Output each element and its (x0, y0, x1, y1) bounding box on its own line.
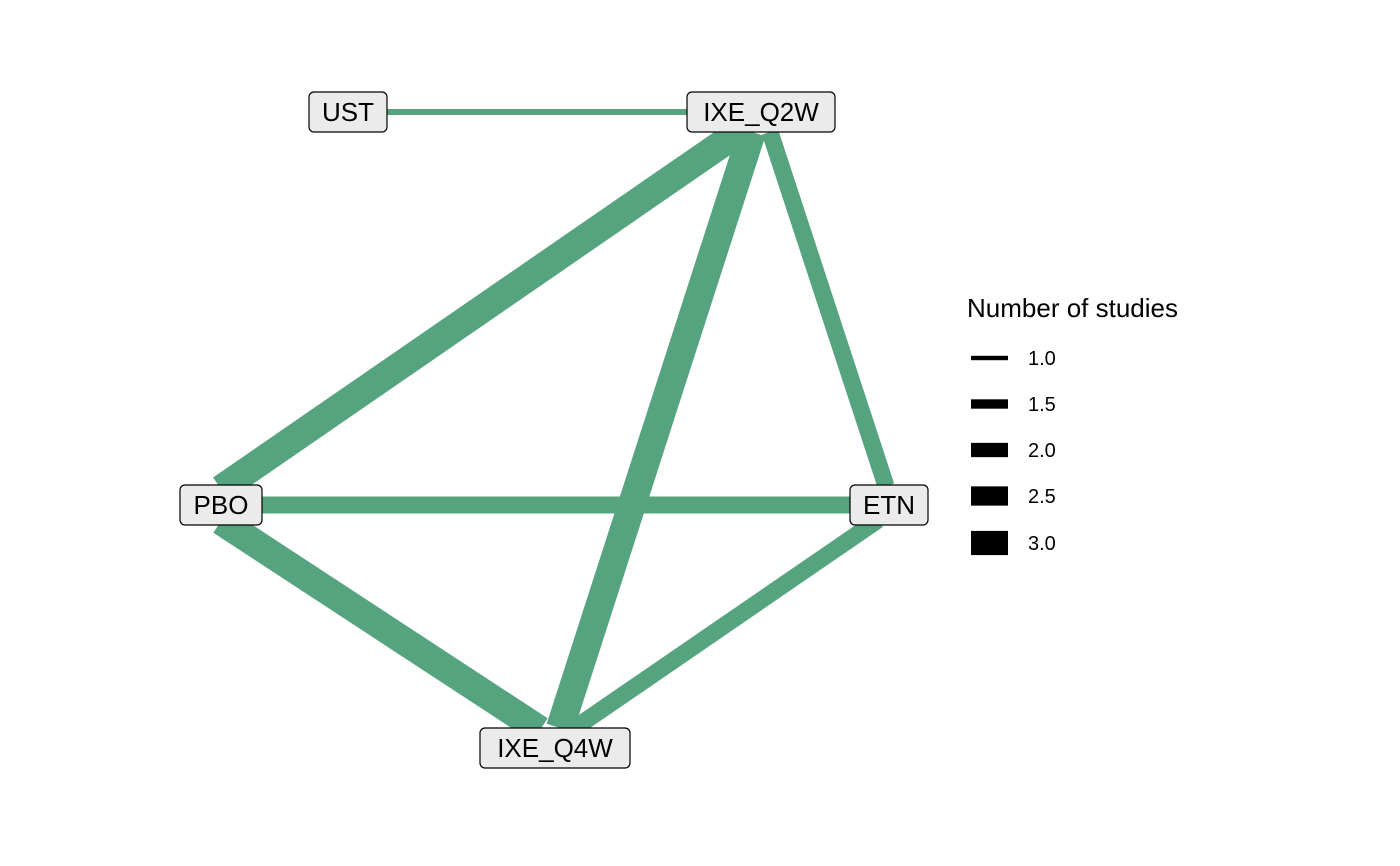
node-box (686, 91, 836, 133)
edge-ixe_q4w-ixe_q2w (546, 127, 766, 733)
legend-label: 3.0 (1028, 533, 1056, 555)
node-label: IXE_Q4W (497, 733, 613, 763)
nodes-layer: UST IXE_Q2W PBO ETN IXE_Q4W (179, 91, 929, 769)
node-box (479, 727, 631, 769)
legend-key-2-0 (971, 442, 1008, 458)
node-label: UST (322, 97, 374, 127)
node-box (179, 484, 263, 526)
node-ust: UST (308, 91, 388, 133)
legend-key-3-0 (971, 530, 1008, 556)
edge-etn-ixe_q2w (761, 129, 895, 489)
node-box (849, 484, 929, 526)
node-label: ETN (863, 490, 915, 520)
node-label: PBO (194, 490, 249, 520)
node-label: IXE_Q2W (703, 97, 819, 127)
legend-key-1-0 (971, 355, 1008, 361)
legend-label: 2.0 (1028, 440, 1056, 462)
edge-pbo-ixe_q4w (213, 509, 548, 742)
legend-items: 1.0 1.5 2.0 2.5 3.0 (971, 348, 1056, 556)
legend-key-2-5 (971, 486, 1008, 506)
legend: Number of studies 1.0 1.5 2.0 2.5 3.0 (967, 293, 1178, 556)
legend-label: 2.5 (1028, 486, 1056, 508)
node-ixe_q2w: IXE_Q2W (686, 91, 836, 133)
legend-label: 1.5 (1028, 394, 1056, 416)
node-box (308, 91, 388, 133)
node-ixe_q4w: IXE_Q4W (479, 727, 631, 769)
legend-label: 1.0 (1028, 348, 1056, 370)
edges-layer (213, 109, 895, 742)
legend-title: Number of studies (967, 293, 1178, 323)
edge-pbo-ixe_q2w (213, 120, 747, 501)
node-etn: ETN (849, 484, 929, 526)
node-pbo: PBO (179, 484, 263, 526)
edge-ixe_q4w-etn (567, 512, 883, 738)
legend-key-1-5 (971, 399, 1008, 409)
